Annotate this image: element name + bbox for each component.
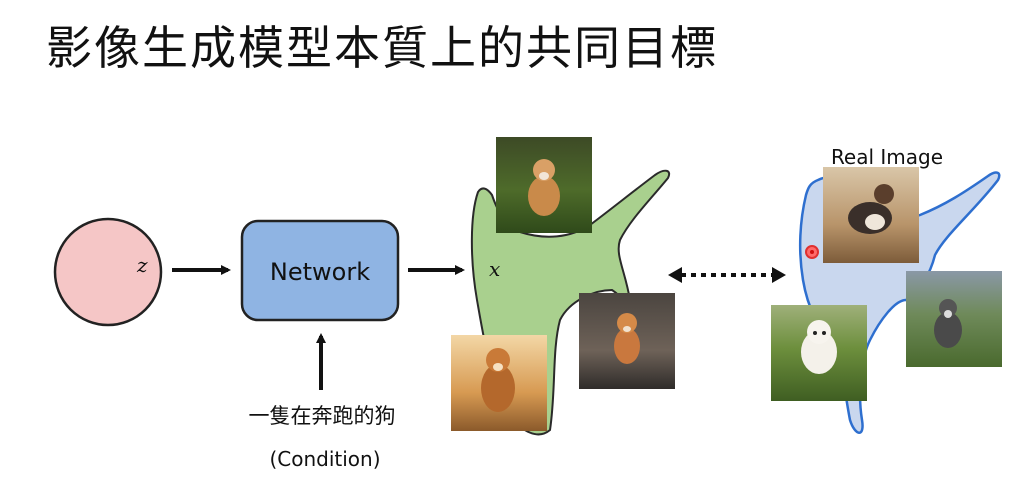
real-image-desert <box>823 167 919 263</box>
condition-text: 一隻在奔跑的狗 <box>249 404 396 428</box>
real-sample-marker-center <box>810 250 814 254</box>
condition-caption: (Condition) <box>269 447 380 471</box>
real-image-meadow <box>771 305 867 401</box>
generated-image-forest <box>496 137 592 233</box>
comparison-arrowhead-left <box>668 267 682 283</box>
network-label: Network <box>270 258 370 286</box>
network-box <box>240 219 400 322</box>
latent-symbol: z <box>136 253 148 277</box>
real-image-hills <box>906 271 1002 367</box>
generated-image-street <box>579 293 675 389</box>
output-symbol: x <box>489 257 500 281</box>
generated-image-dust <box>451 335 547 431</box>
real-image-label: Real Image <box>831 145 943 169</box>
slide-title: 影像生成模型本質上的共同目標 <box>46 21 718 75</box>
latent-circle <box>53 217 163 327</box>
comparison-arrowhead-right <box>772 267 786 283</box>
